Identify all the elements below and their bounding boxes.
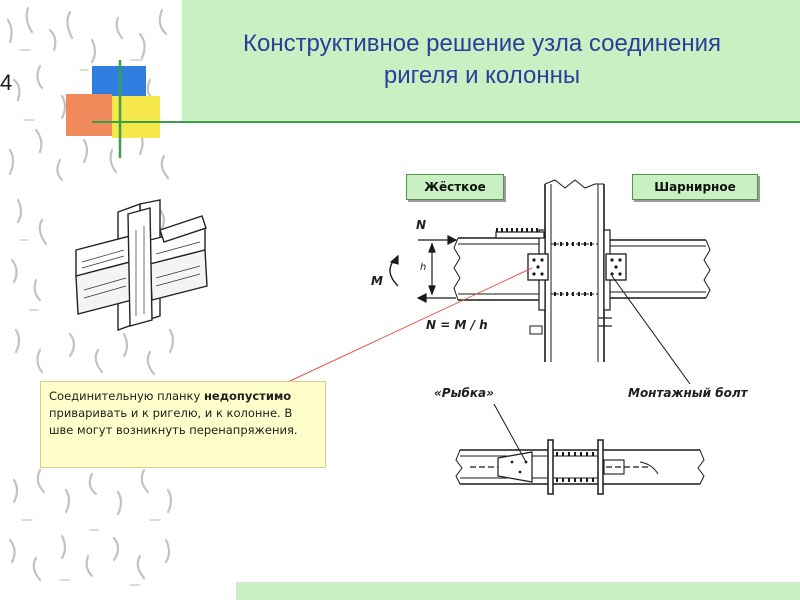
slide-title-line-2: ригеля и колонны [383,62,581,89]
fish-plate-detail [455,439,705,495]
slide-number: 4 [0,70,13,95]
bolt-leader-line [611,275,691,385]
note-text-part2: приваривать и к ригелю, и к колонне. В ш… [49,406,298,437]
fish-plate-leader-line [493,403,527,463]
moment-m-label: M [371,274,383,288]
formula-label: N = M / h [426,318,488,332]
force-n-label: N [416,218,427,232]
bottom-band [236,582,800,600]
hinged-joint-label: Шарнирное [632,174,758,200]
title-band [182,0,800,122]
slide-title-line-1: Конструктивное решение узла соединения [242,30,722,57]
note-text-part1: Соединительную планку [49,389,204,403]
fish-plate-welds [510,452,594,482]
warning-note: Соединительную планку недопустимо привар… [40,381,326,468]
note-emphasis: недопустимо [203,389,292,403]
height-h-label: h [420,262,427,273]
fish-plate-label: «Рыбка» [434,386,494,400]
slide-title: Конструктивное решение узла соединения р… [182,28,782,92]
weld-marks [496,228,622,296]
force-dimensions [389,235,458,303]
mounting-bolt-label: Монтажный болт [628,386,748,400]
note-pointer-line [289,267,533,382]
rigid-joint-label: Жёсткое [406,174,504,200]
